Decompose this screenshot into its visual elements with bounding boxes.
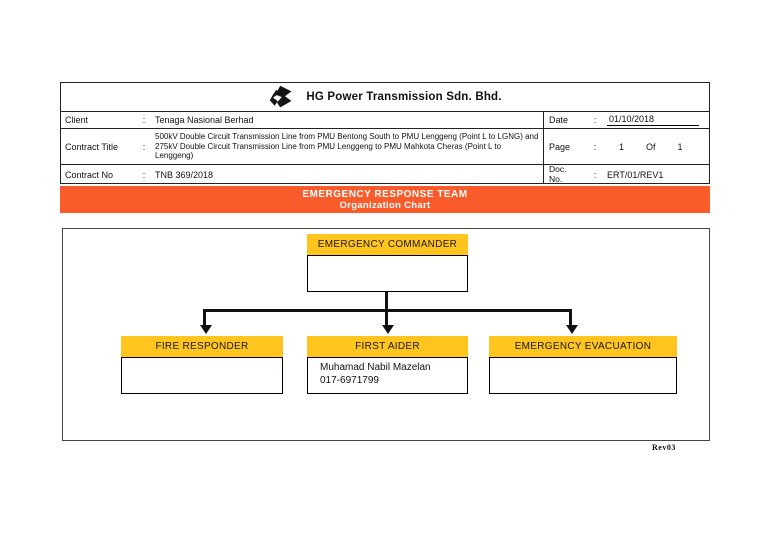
document-title-banner: EMERGENCY RESPONSE TEAM Organization Cha… <box>60 186 710 213</box>
first-aider-phone: 017-6971799 <box>320 375 379 386</box>
page-label: Page <box>543 129 587 164</box>
org-node-title-emergency-evacuation: EMERGENCY EVACUATION <box>489 336 677 357</box>
org-node-body-emergency-commander <box>307 255 468 292</box>
page-value: 1 Of 1 <box>607 142 709 152</box>
doc-no-colon: : <box>593 169 597 180</box>
first-aider-name: Muhamad Nabil Mazelan <box>320 362 431 373</box>
doc-no-label: Doc. No. <box>549 164 567 184</box>
org-node-title-emergency-commander: EMERGENCY COMMANDER <box>307 234 468 255</box>
company-header: HG Power Transmission Sdn. Bhd. <box>61 83 709 112</box>
contract-title-colon: : <box>142 141 146 152</box>
banner-subtitle: Organization Chart <box>339 199 431 211</box>
client-date-row: Client : Tenaga Nasional Berhad Date : 0… <box>61 112 709 129</box>
org-node-body-first-aider: Muhamad Nabil Mazelan 017-6971799 <box>307 357 468 394</box>
connector-arrow-middle <box>385 311 388 326</box>
client-label: Client <box>65 115 89 125</box>
doc-no-value: ERT/01/REV1 <box>607 169 664 180</box>
page-number: 1 <box>619 141 625 152</box>
client-value: Tenaga Nasional Berhad <box>155 115 254 125</box>
org-chart-frame: EMERGENCY COMMANDER FIRE RESPONDER FIRST… <box>62 228 710 441</box>
org-node-title-fire-responder: FIRE RESPONDER <box>121 336 283 357</box>
contract-no-doc-row: Contract No : TNB 369/2018 Doc. No. : ER… <box>61 164 709 185</box>
contract-title-label: Contract Title <box>65 141 119 152</box>
date-label: Date <box>543 112 587 128</box>
contract-no-value: TNB 369/2018 <box>155 169 214 180</box>
org-node-title-first-aider: FIRST AIDER <box>307 336 468 357</box>
date-value: 01/10/2018 <box>607 114 699 126</box>
banner-title: EMERGENCY RESPONSE TEAM <box>302 188 468 200</box>
contract-title-value: 500kV Double Circuit Transmission Line f… <box>155 132 539 161</box>
arrowhead-down-icon <box>200 325 212 334</box>
connector-arrow-right <box>569 311 572 326</box>
arrowhead-down-icon <box>566 325 578 334</box>
org-node-body-emergency-evacuation <box>489 357 677 394</box>
date-colon: : <box>593 115 597 125</box>
page-of-label: Of <box>646 141 656 152</box>
page-colon: : <box>593 141 597 152</box>
revision-label: Rev03 <box>652 443 676 452</box>
connector-arrow-left <box>203 311 206 326</box>
client-colon: : <box>142 115 146 125</box>
org-node-body-fire-responder <box>121 357 283 394</box>
company-name: HG Power Transmission Sdn. Bhd. <box>306 91 502 103</box>
document-header-table: HG Power Transmission Sdn. Bhd. Client :… <box>60 82 710 185</box>
arrowhead-down-icon <box>382 325 394 334</box>
page-total: 1 <box>677 141 683 152</box>
contract-no-colon: : <box>142 169 146 180</box>
contract-no-label: Contract No <box>65 169 114 180</box>
contract-title-page-row: Contract Title : 500kV Double Circuit Tr… <box>61 129 709 165</box>
connector-stem <box>385 292 388 311</box>
hg-logo-icon <box>268 85 294 109</box>
connector-horizontal-line <box>203 309 572 312</box>
